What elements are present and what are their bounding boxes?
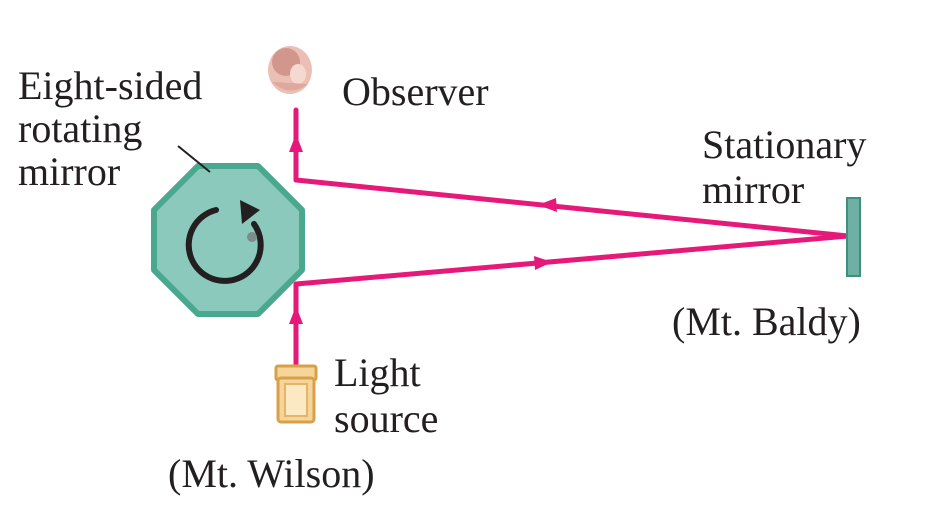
rotating-mirror-label-line-2: rotating [18, 106, 143, 151]
arrowhead-up-source [289, 306, 303, 324]
lamp-icon [274, 364, 318, 424]
light-source-label-line-2: source [334, 396, 439, 441]
source-location-label: (Mt. Wilson) [168, 451, 375, 496]
light-source-label-line-1: Light [334, 350, 421, 395]
arrowhead-return [538, 198, 557, 212]
beam-arrowheads [289, 134, 557, 324]
stationary-mirror-label-line-2: mirror [702, 167, 805, 212]
light-source-label: Light source [334, 350, 438, 442]
rotating-mirror-label-line-1: Eight-sided [18, 63, 203, 108]
light-beam-paths [293, 107, 851, 371]
stationary-mirror-label: Stationary mirror [702, 122, 866, 212]
clockwise-rotation-arrow-icon [185, 200, 264, 284]
mirror-pivot [247, 232, 257, 242]
stationary-mirror-icon [846, 197, 861, 277]
beam-return [293, 177, 851, 239]
rotating-mirror-label: Eight-sided rotating mirror [18, 64, 202, 193]
octagon-mirror-icon [151, 163, 305, 317]
stationary-mirror-label-line-1: Stationary [702, 122, 867, 167]
observer-label: Observer [342, 69, 489, 114]
label-pointer-line [177, 145, 211, 173]
rotating-mirror [151, 163, 305, 317]
arrowhead-up-observer [289, 134, 303, 152]
stationary-location-label: (Mt. Baldy) [672, 299, 861, 344]
arrowhead-outgoing [534, 256, 552, 270]
observer-head-icon [268, 46, 312, 94]
beam-outgoing [293, 233, 851, 287]
rotating-mirror-label-line-3: mirror [18, 149, 121, 194]
